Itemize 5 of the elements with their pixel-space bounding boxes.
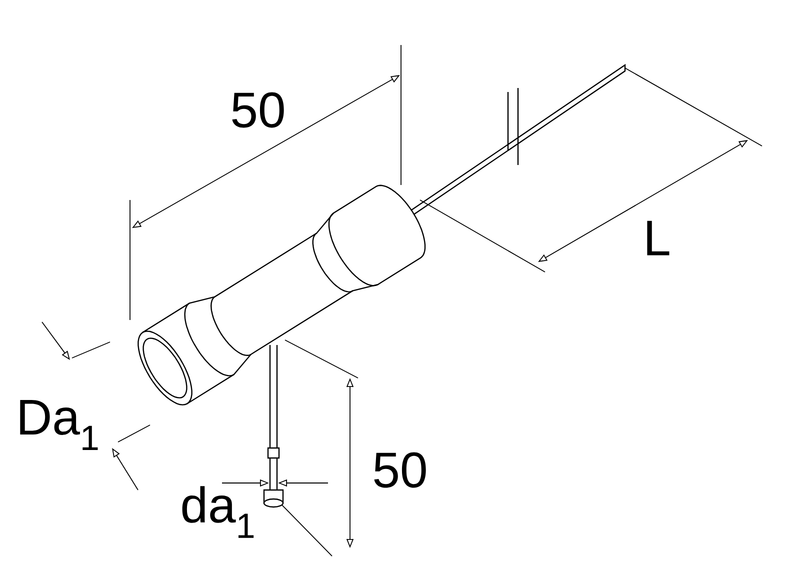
dimension-label: 50: [232, 92, 284, 128]
dimension-label: Da$_{1}$: [20, 400, 98, 450]
dimension-label: 50: [374, 452, 426, 488]
dimension-label: L: [647, 220, 670, 256]
dimension-label: da$_{1}$: [182, 486, 254, 538]
